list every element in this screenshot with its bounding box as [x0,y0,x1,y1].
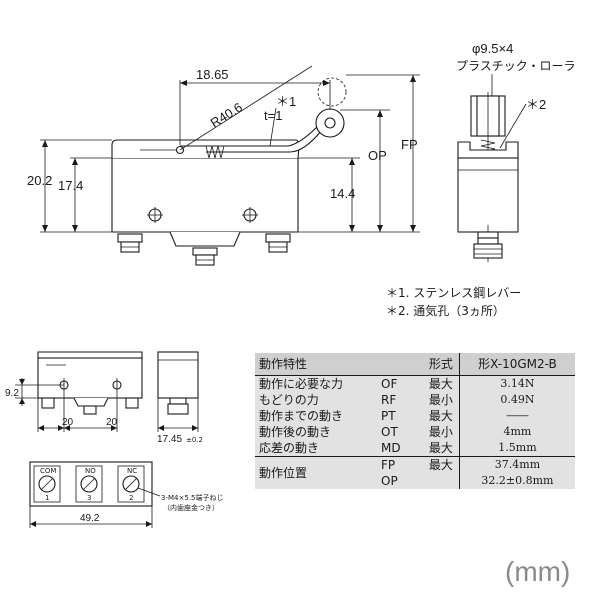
terminal-screw-left [117,233,143,253]
dim-492-label: 49.2 [80,513,100,524]
svg-text:3: 3 [87,494,91,502]
spec-table-header: 動作特性 形式 形X-10GM2-B [255,353,575,376]
table-row: 動作に必要な力 OF 最大 3.14N [255,375,575,392]
small-side-view: 9.2 20 20 [5,351,143,432]
terminal-no: NO 3 [75,465,103,503]
table-row: 動作位置 FP 最大 37.4mm [255,456,575,489]
svg-text:COM: COM [40,467,56,475]
dim-width-label: 18.65 [196,67,229,82]
roller-free-position [317,77,347,107]
dim-20b-label: 20 [106,417,118,428]
dim-92-label: 9.2 [5,388,19,399]
dim-height-body-label: 17.4 [58,178,83,193]
note-1: ＊1. ステンレス鋼レバー [386,286,521,300]
dim-height-total-label: 20.2 [27,173,52,188]
position-label: 動作位置 [255,456,378,489]
terminal-com: COM 1 [33,465,61,503]
end-view: φ9.5×4 プラスチック・ローラ ＊2 [456,41,576,262]
screw-note-2: （内歯座金つき） [163,503,219,512]
screw-note-1: 3-M4×5.5端子ねじ [161,493,223,502]
svg-text:1: 1 [45,494,49,502]
terminal-screw-right [265,233,291,253]
switch-body [111,157,299,233]
table-row: 動作後の動き OT 最小 4mm [255,424,575,440]
table-row: 応差の動き MD 最大 1.5mm [255,440,575,457]
header-model-name: 形X-10GM2-B [458,353,575,376]
svg-text:NO: NO [85,467,96,475]
note-marker-2: ＊2 [526,97,546,112]
end-body [457,157,519,233]
roller-label: φ9.5×4 [472,41,513,56]
note-2: ＊2. 通気孔（3ヵ所） [386,303,505,318]
dim-radius-label: R40.6 [208,99,245,130]
table-row: 動作までの動き PT 最大 ―― [255,408,575,424]
note-marker-1: ＊1 [276,94,296,109]
terminal-nc: NC 2 [117,465,145,503]
side-view: 18.65 R40.6 ＊1 t=1 20.2 17.4 14.4 OP FP [27,65,420,266]
small-end-view: 17.45 ±0.2 [157,351,203,445]
header-characteristics: 動作特性 [255,353,378,376]
svg-text:2: 2 [129,494,133,502]
dim-1745-tolerance: ±0.2 [186,436,203,444]
lever-arm [180,125,323,153]
label-fp: FP [401,137,418,152]
spec-table: 動作特性 形式 形X-10GM2-B 動作に必要な力 OF 最大 3.14N も… [255,353,575,489]
roller-material-label: プラスチック・ローラ [456,59,576,73]
dim-20a-label: 20 [62,417,74,428]
dim-1745-label: 17.45 [157,434,182,445]
dim-thickness-label: t=1 [264,108,282,123]
header-model-type: 形式 [413,353,460,376]
table-row: もどりの力 RF 最小 0.49N [255,392,575,408]
dim-op-height-label: 14.4 [330,186,355,201]
terminal-screw-mid [192,247,218,266]
label-op: OP [368,148,387,163]
end-body-cap [457,141,519,159]
units-label: (mm) [505,556,571,587]
svg-text:NC: NC [127,467,137,475]
terminal-view: COM 1 NO 3 NC 2 3-M4×5.5端子ねじ （内歯座金つき） 49… [29,461,223,528]
